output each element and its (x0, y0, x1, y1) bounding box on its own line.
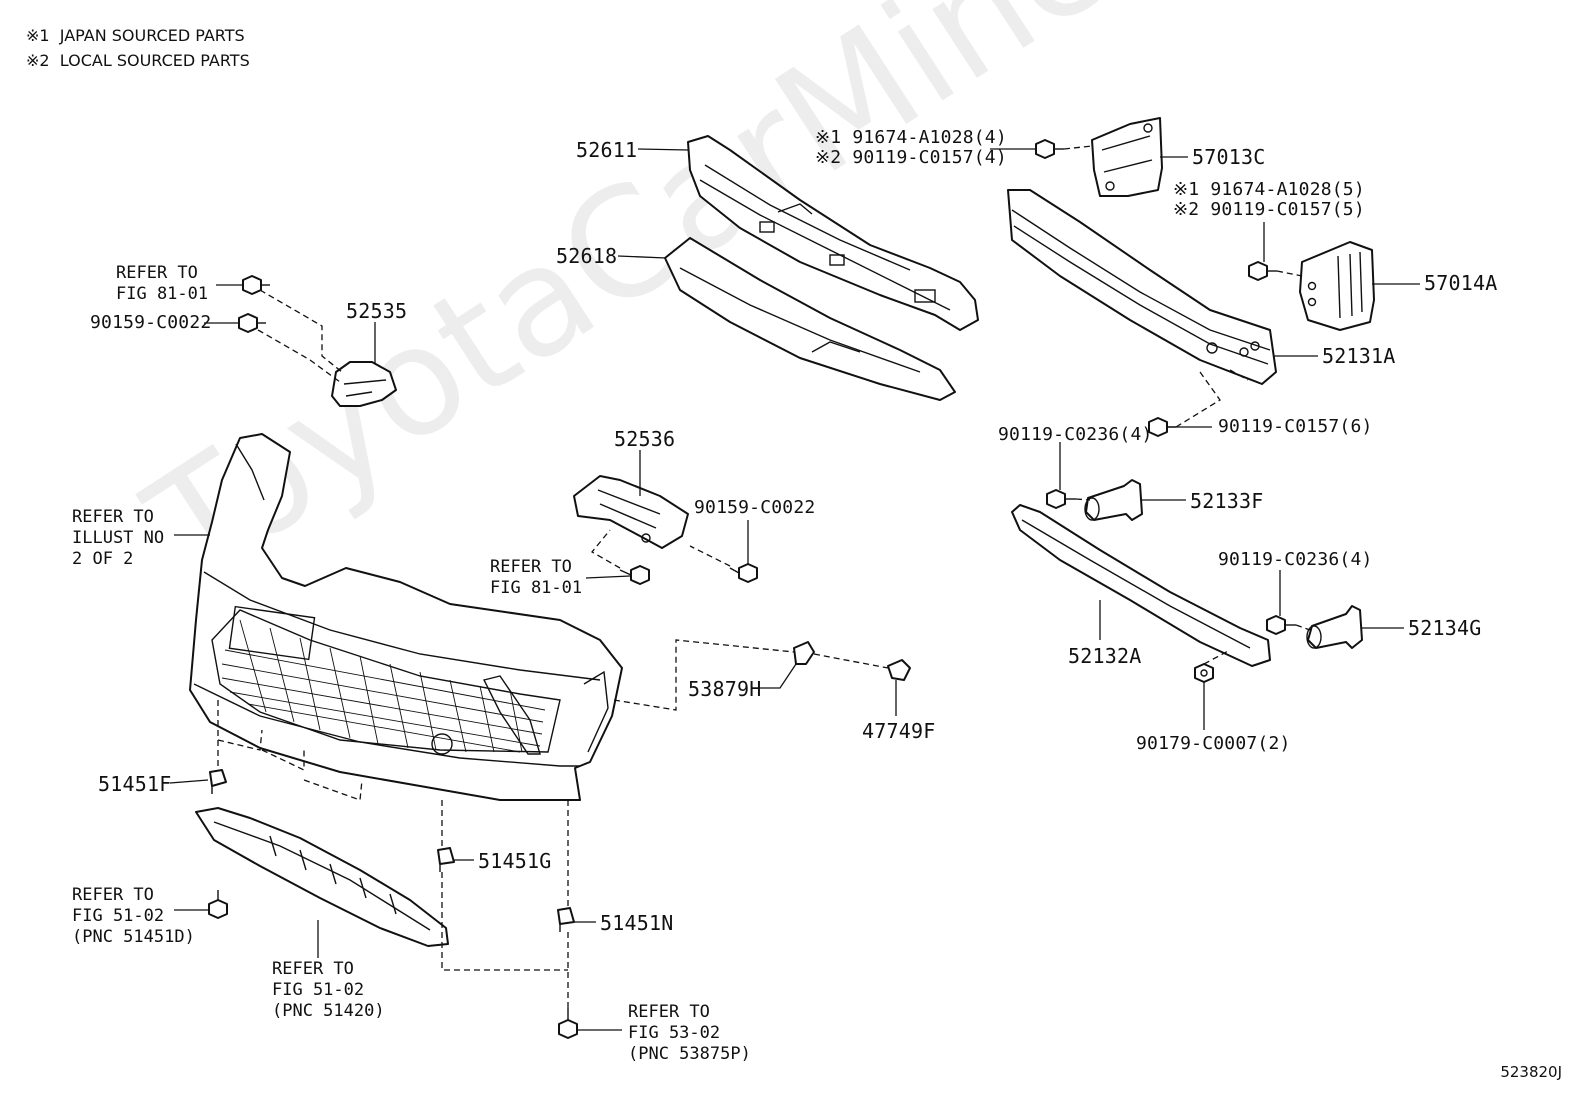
part-label-52133F: 52133F (1190, 489, 1264, 513)
part-label-90119-c0157-4: ※2 90119-C0157(4) (815, 147, 1007, 168)
nut-icon (1194, 663, 1214, 683)
part-label-90119-c0236-b: 90119-C0236(4) (1218, 549, 1373, 570)
part-label-51451N: 51451N (600, 911, 674, 935)
clip-icon (437, 847, 455, 872)
part-label-52134G: 52134G (1408, 616, 1482, 640)
part-label-47749F: 47749F (862, 719, 936, 743)
part-label-90119-c0157-6: 90119-C0157(6) (1218, 416, 1373, 437)
part-52618-drawing (664, 237, 956, 401)
assembly-lines (217, 145, 1311, 1008)
part-label-90159-c0022-b: 90159-C0022 (694, 497, 816, 518)
part-label-91674-a1028-4: ※1 91674-A1028(4) (815, 127, 1007, 148)
under-cover-drawing (195, 807, 449, 947)
part-label-53879H: 53879H (688, 677, 762, 701)
bolt-icon (242, 275, 270, 295)
part-52611-drawing (687, 135, 979, 331)
clip-icon (793, 641, 815, 665)
legend-local-sourced: ※2 LOCAL SOURCED PARTS (26, 51, 250, 70)
part-52535-drawing (331, 361, 397, 407)
clip-icon (209, 769, 227, 794)
part-52536-drawing (573, 475, 689, 549)
part-label-52132A: 52132A (1068, 644, 1142, 668)
part-52132A-drawing (1011, 504, 1271, 667)
part-57013C-drawing (1091, 117, 1163, 197)
part-label-91674-a1028-5: ※1 91674-A1028(5) (1173, 179, 1365, 200)
part-52133F-drawing (1084, 479, 1143, 521)
part-label-52611: 52611 (576, 138, 638, 162)
bolt-icon (729, 563, 758, 583)
part-label-52535: 52535 (346, 299, 408, 323)
part-label-51451F: 51451F (98, 772, 172, 796)
bumper-cover-drawing (189, 433, 623, 801)
bolt-icon (1046, 489, 1076, 509)
legend-japan-sourced: ※1 JAPAN SOURCED PARTS (26, 26, 245, 45)
bolt-icon (1266, 615, 1296, 635)
bolt-icon (1035, 139, 1064, 159)
part-label-51451G: 51451G (478, 849, 552, 873)
fasteners (208, 139, 1296, 1039)
part-label-57014A: 57014A (1424, 271, 1498, 295)
reference-fig-53-02-53875P: REFER TO FIG 53-02 (PNC 53875P) (628, 1002, 751, 1064)
reference-fig-81-01-top: REFER TO FIG 81-01 (116, 263, 209, 304)
part-52134G-drawing (1306, 605, 1363, 649)
bolt-icon (208, 890, 228, 919)
reference-fig-81-01-mid: REFER TO FIG 81-01 (490, 557, 583, 598)
bolt-icon (1248, 261, 1277, 281)
reference-fig-51-02-51420: REFER TO FIG 51-02 (PNC 51420) (272, 959, 385, 1021)
part-label-90179-c0007: 90179-C0007(2) (1136, 733, 1291, 754)
bolt-icon (619, 565, 650, 585)
bolt-icon (238, 313, 266, 333)
clip-icon (887, 659, 911, 681)
part-label-52536: 52536 (614, 427, 676, 451)
part-label-52131A: 52131A (1322, 344, 1396, 368)
part-label-90119-c0236-a: 90119-C0236(4) (998, 424, 1153, 445)
part-label-57013C: 57013C (1192, 145, 1266, 169)
part-label-90119-c0157-5: ※2 90119-C0157(5) (1173, 199, 1365, 220)
part-label-52618: 52618 (556, 244, 618, 268)
part-57014A-drawing (1299, 241, 1375, 331)
reference-fig-51-02-51451D: REFER TO FIG 51-02 (PNC 51451D) (72, 885, 195, 947)
figure-id: 523820J (1500, 1063, 1562, 1081)
bolt-icon (558, 1008, 578, 1039)
part-label-90159-c0022-a: 90159-C0022 (90, 312, 212, 333)
reference-illust-2-of-2: REFER TO ILLUST NO 2 OF 2 (72, 507, 165, 569)
leader-lines (169, 148, 1420, 1031)
clip-icon (557, 907, 575, 932)
part-52131A-drawing (1007, 189, 1277, 385)
